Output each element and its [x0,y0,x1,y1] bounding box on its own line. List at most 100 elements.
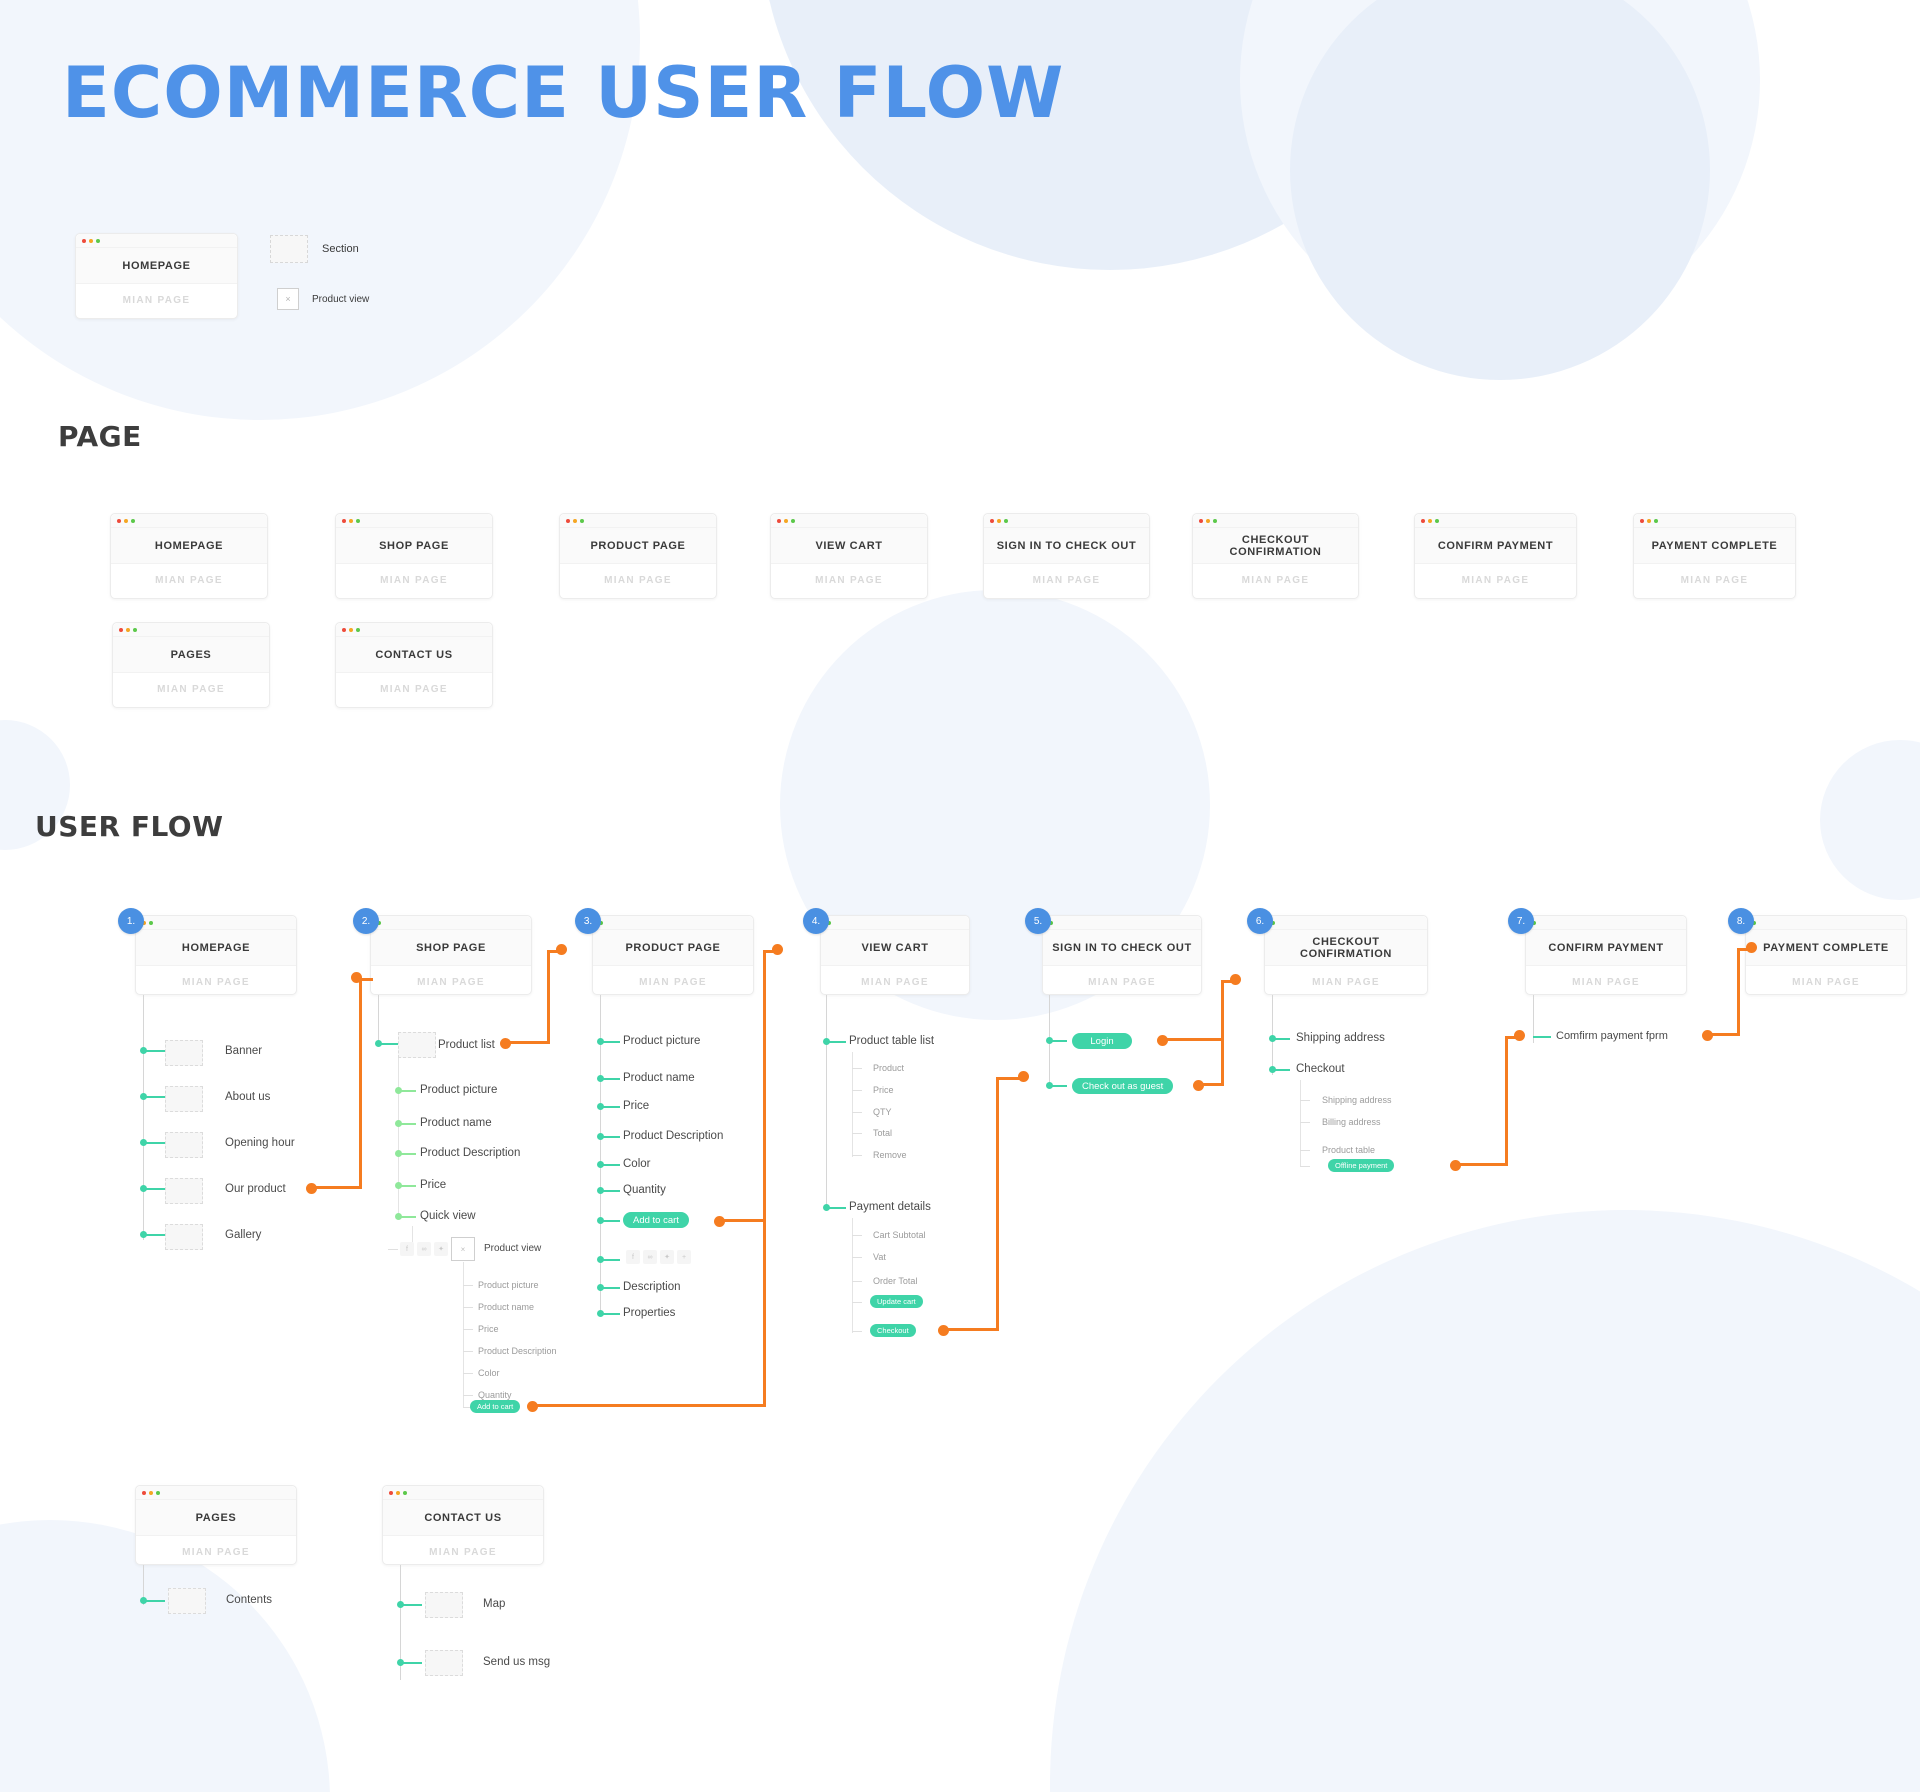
minimize-dot-icon [149,1490,153,1495]
minimize-dot-icon [573,518,577,523]
window-controls [136,1486,296,1500]
twitter-icon[interactable]: ✦ [660,1250,674,1264]
link-icon[interactable]: ∞ [643,1250,657,1264]
branch-label: Price [873,1085,894,1095]
flow-card-view-cart[interactable]: VIEW CART MIAN PAGE [820,915,970,995]
flow-card-sign-in[interactable]: SIGN IN TO CHECK OUT MIAN PAGE [1042,915,1202,995]
card-title: SIGN IN TO CHECK OUT [1043,930,1201,966]
add-to-cart-button[interactable]: Add to cart [623,1212,689,1228]
page-card-confirm-payment[interactable]: CONFIRM PAYMENT MIAN PAGE [1414,513,1577,599]
twitter-icon[interactable]: ✦ [434,1242,448,1256]
close-dot-icon [342,627,346,632]
checkout-button[interactable]: Checkout [870,1324,916,1337]
legend-sample-card: HOMEPAGE MIAN PAGE [75,233,238,319]
branch-label-our-product: Our product [225,1183,286,1195]
checkout-as-guest-button[interactable]: Check out as guest [1072,1078,1174,1094]
branch-label: Billing address [1322,1117,1381,1127]
section-title-user-flow: USER FLOW [35,810,224,843]
page-card-sign-in[interactable]: SIGN IN TO CHECK OUT MIAN PAGE [983,513,1150,599]
card-title: SHOP PAGE [371,930,531,966]
branch-label-product-table-list: Product table list [849,1035,935,1047]
branch-label: Product Description [478,1346,557,1356]
page-card-homepage[interactable]: HOMEPAGE MIAN PAGE [110,513,268,599]
maximize-dot-icon [1213,518,1217,523]
branch-label: Product name [623,1072,695,1084]
card-subtitle: MIAN PAGE [1792,976,1860,988]
offline-payment-button[interactable]: Offline payment [1328,1159,1395,1172]
maximize-dot-icon [1532,920,1536,925]
card-subtitle: MIAN PAGE [157,683,225,695]
flow-card-product-page[interactable]: PRODUCT PAGE MIAN PAGE [592,915,754,995]
facebook-icon[interactable]: f [626,1250,640,1264]
section-swatch-icon [425,1650,463,1676]
branch-label-product-view: Product view [484,1243,542,1254]
card-title: CHECKOUT CONFIRMATION [1265,930,1427,966]
flow-connector-dot [556,944,567,955]
flow-connector-dot [306,1183,317,1194]
link-icon[interactable]: ∞ [417,1242,431,1256]
branch-label-shipping-address: Shipping address [1296,1032,1385,1044]
flow-card-pages[interactable]: PAGES MIAN PAGE [135,1485,297,1565]
branch-label-checkout: Checkout [1296,1063,1345,1075]
branch-spine-view-cart [826,995,827,1210]
social-icons: f ∞ ✦ [400,1242,448,1256]
update-cart-button[interactable]: Update cart [870,1295,923,1308]
maximize-dot-icon [1752,920,1756,925]
section-swatch-icon [165,1040,203,1066]
branch-label-product-list: Product list [438,1039,495,1051]
window-controls [136,916,296,930]
branch-label: Description [623,1281,681,1293]
branch-label-quick-view: Quick view [420,1210,476,1222]
page-card-checkout-confirmation[interactable]: CHECKOUT CONFIRMATION MIAN PAGE [1192,513,1359,599]
page-card-contact-us[interactable]: CONTACT US MIAN PAGE [335,622,493,708]
card-subtitle: MIAN PAGE [815,574,883,586]
flow-card-checkout-confirmation[interactable]: CHECKOUT CONFIRMATION MIAN PAGE [1264,915,1428,995]
step-badge-1: 1. [118,908,144,934]
page-card-product-page[interactable]: PRODUCT PAGE MIAN PAGE [559,513,717,599]
branch-label: Color [623,1158,651,1170]
card-subtitle: MIAN PAGE [380,574,448,586]
close-x-icon[interactable]: × [451,1237,475,1261]
facebook-icon[interactable]: f [400,1242,414,1256]
flow-card-shop-page[interactable]: SHOP PAGE MIAN PAGE [370,915,532,995]
branch-label: Product Description [623,1130,724,1142]
minimize-dot-icon [784,518,788,523]
flow-connector-dot [938,1325,949,1336]
close-dot-icon [777,518,781,523]
plus-icon[interactable]: + [677,1250,691,1264]
close-x-icon: × [277,288,299,310]
card-subtitle: MIAN PAGE [380,683,448,695]
maximize-dot-icon [356,627,360,632]
card-subtitle: MIAN PAGE [1241,574,1310,586]
page-card-view-cart[interactable]: VIEW CART MIAN PAGE [770,513,928,599]
step-badge-2: 2. [353,908,379,934]
section-swatch-icon [165,1178,203,1204]
card-subtitle: MIAN PAGE [639,976,707,988]
card-title: HOMEPAGE [76,248,237,284]
maximize-dot-icon [1435,518,1439,523]
window-controls [113,623,269,637]
login-button[interactable]: Login [1072,1033,1132,1049]
flow-card-contact-us[interactable]: CONTACT US MIAN PAGE [382,1485,544,1565]
card-title: PAGES [113,637,269,673]
step-badge-7: 7. [1508,908,1534,934]
page-card-shop-page[interactable]: SHOP PAGE MIAN PAGE [335,513,493,599]
branch-label: Price [478,1324,499,1334]
close-dot-icon [82,238,86,243]
flow-card-confirm-payment[interactable]: CONFIRM PAYMENT MIAN PAGE [1525,915,1687,995]
branch-label: Color [478,1368,500,1378]
flow-connector-dot [1193,1080,1204,1091]
social-icons: f ∞ ✦ + [626,1250,691,1264]
close-dot-icon [142,1490,146,1495]
maximize-dot-icon [403,1490,407,1495]
minimize-dot-icon [349,627,353,632]
flow-card-payment-complete[interactable]: PAYMENT COMPLETE MIAN PAGE [1745,915,1907,995]
branch-label: Product picture [478,1280,539,1290]
page-card-pages[interactable]: PAGES MIAN PAGE [112,622,270,708]
close-dot-icon [342,518,346,523]
page-card-payment-complete[interactable]: PAYMENT COMPLETE MIAN PAGE [1633,513,1796,599]
branch-spine-product-table [852,1052,853,1157]
flow-card-homepage[interactable]: HOMEPAGE MIAN PAGE [135,915,297,995]
add-to-cart-button[interactable]: Add to cart [470,1400,521,1413]
branch-label-contents: Contents [226,1594,273,1606]
